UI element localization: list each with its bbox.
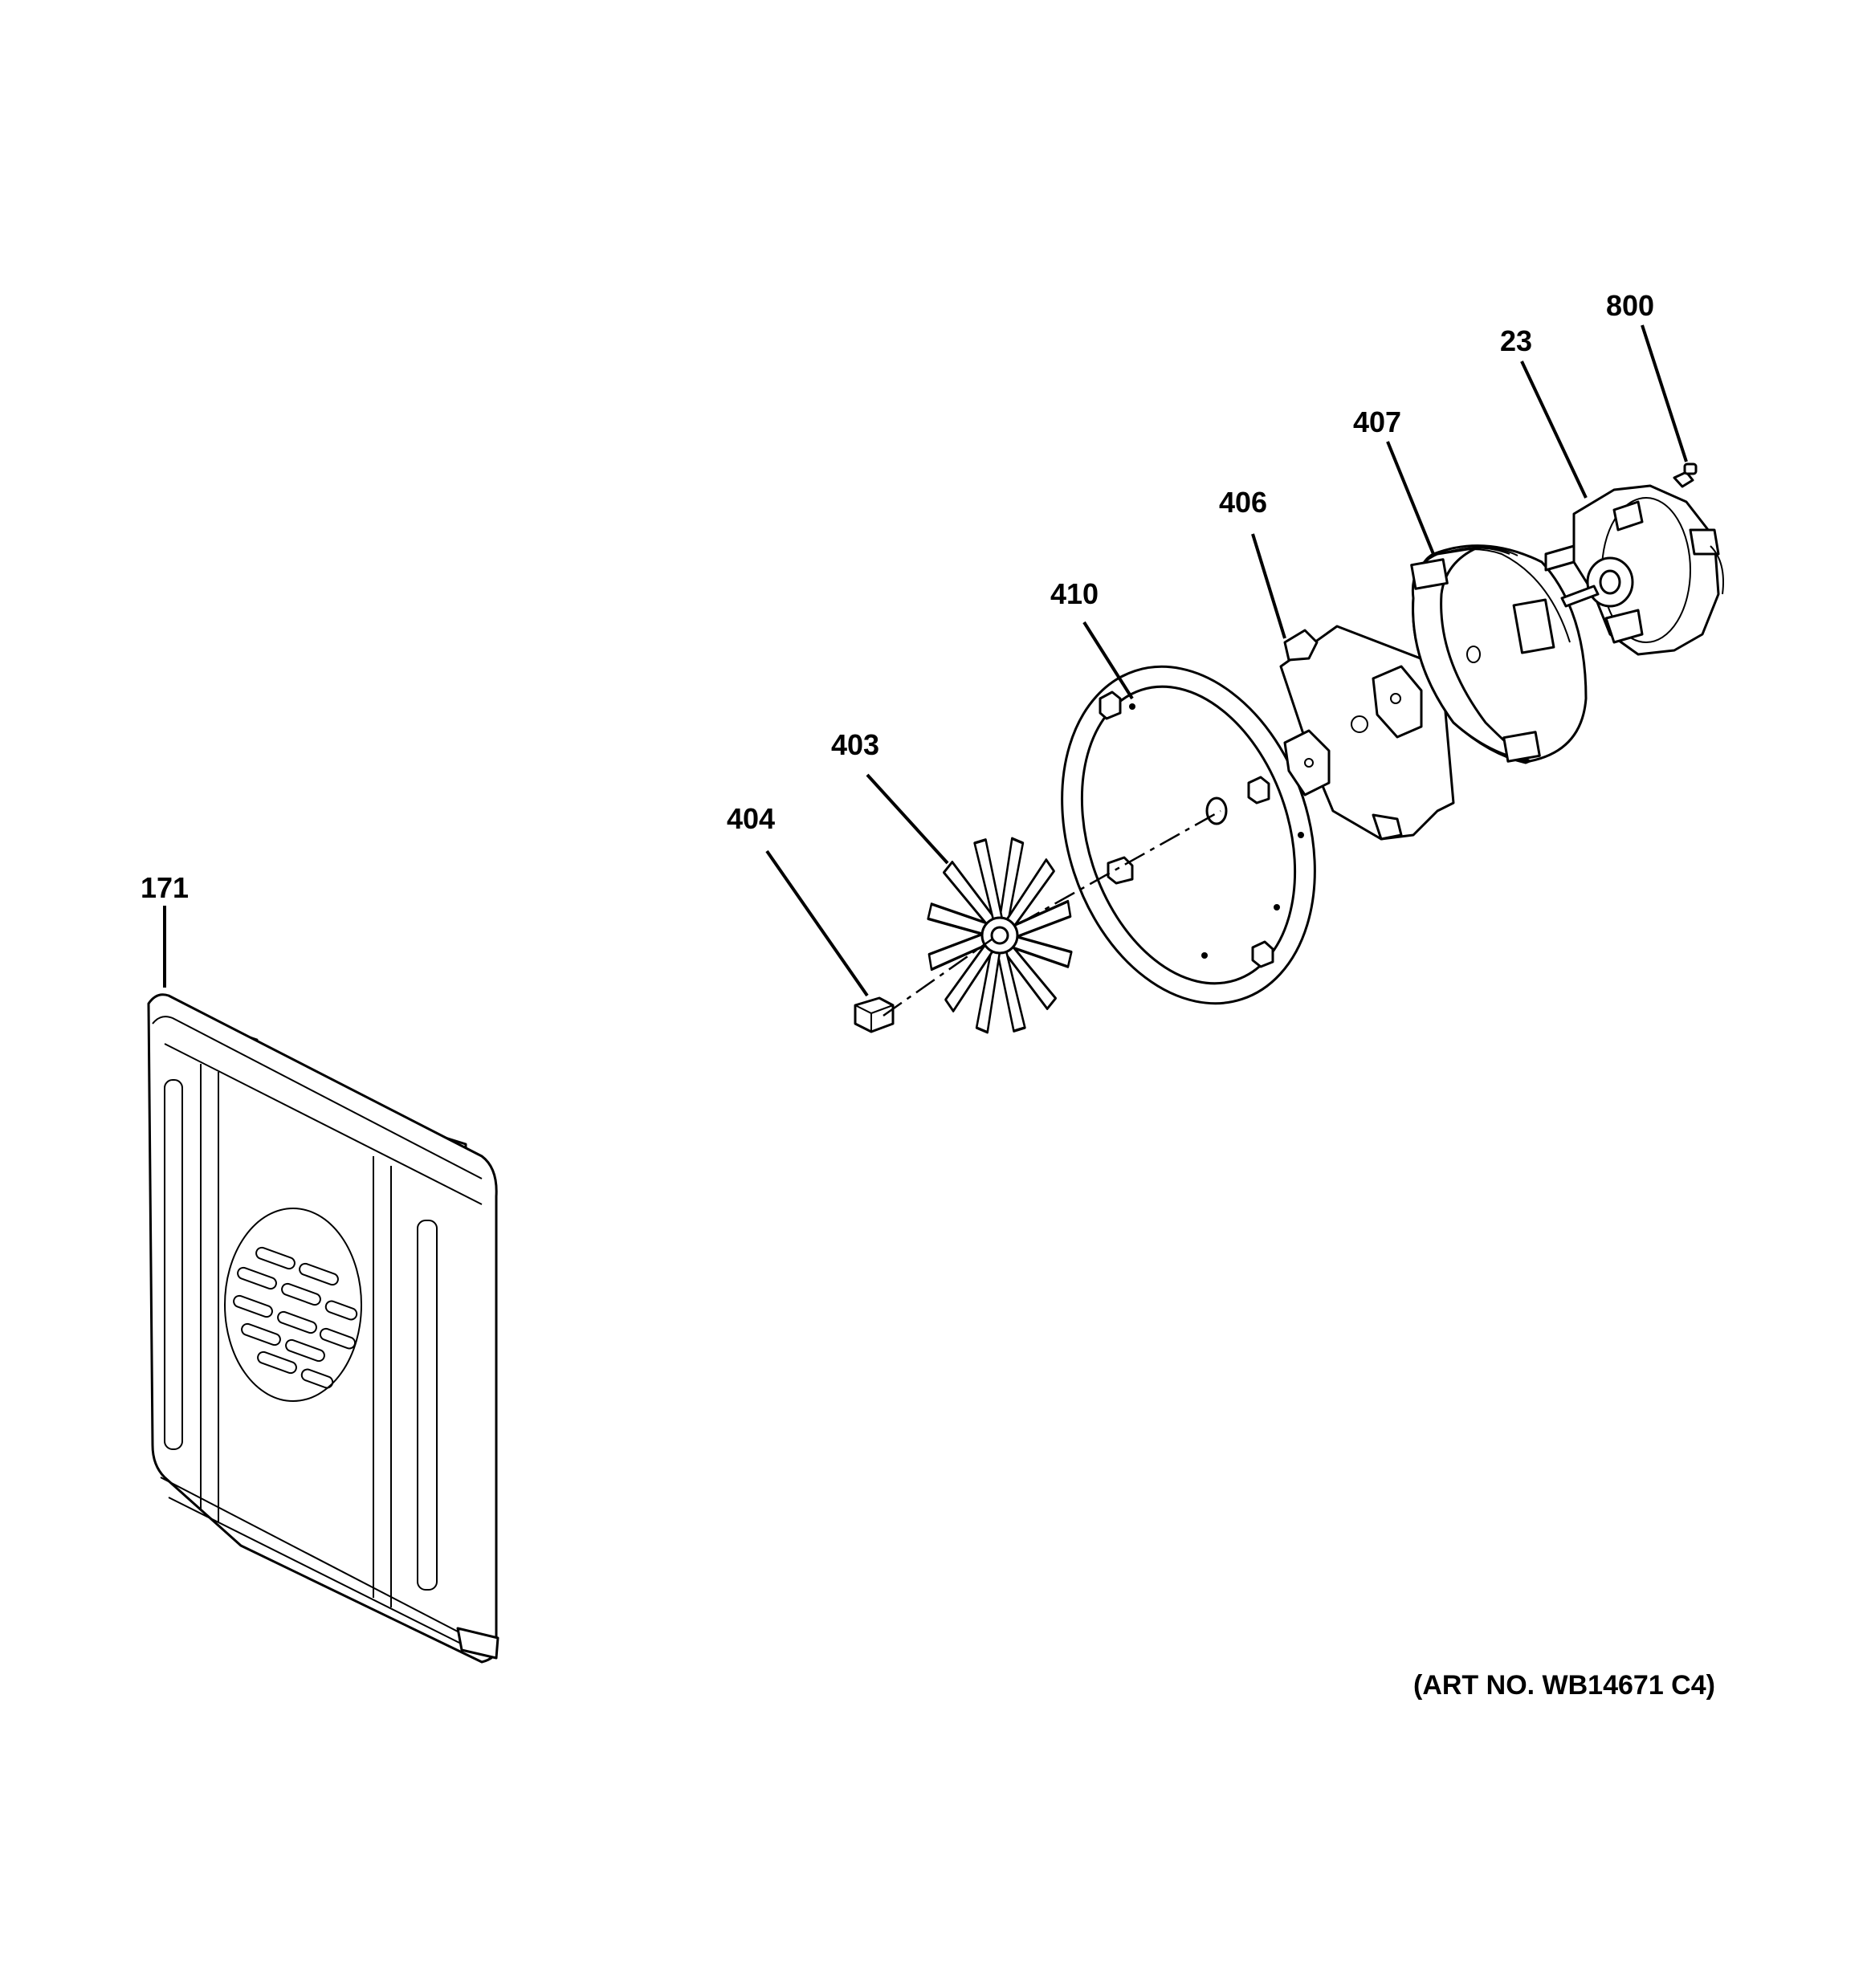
leader-lines <box>163 324 1688 997</box>
callout-403: 403 <box>831 728 879 761</box>
motor-23 <box>1544 484 1724 656</box>
art-number: (ART NO. WB14671 C4) <box>1413 1670 1715 1701</box>
callout-23: 23 <box>1500 324 1532 357</box>
callout-800: 800 <box>1606 289 1654 322</box>
cover-grille <box>224 1208 362 1402</box>
bracket-plate-406 <box>1279 625 1455 841</box>
callout-404: 404 <box>727 802 775 835</box>
callout-407: 407 <box>1353 405 1401 438</box>
callout-171: 171 <box>141 871 189 904</box>
assembly-axis <box>883 938 993 1017</box>
gasket-ring-410 <box>1061 665 1316 1005</box>
callout-410: 410 <box>1050 577 1099 610</box>
callout-406: 406 <box>1219 486 1267 519</box>
callout-labels: 171 404 403 410 406 407 23 800 <box>141 289 1654 904</box>
screw-800 <box>1673 462 1698 488</box>
cover-171 <box>147 993 499 1664</box>
nut-404 <box>854 996 895 1033</box>
assembly-axis <box>1019 809 1221 925</box>
insulation-disc-407 <box>1410 544 1588 764</box>
fan-blade-403 <box>927 837 1073 1034</box>
